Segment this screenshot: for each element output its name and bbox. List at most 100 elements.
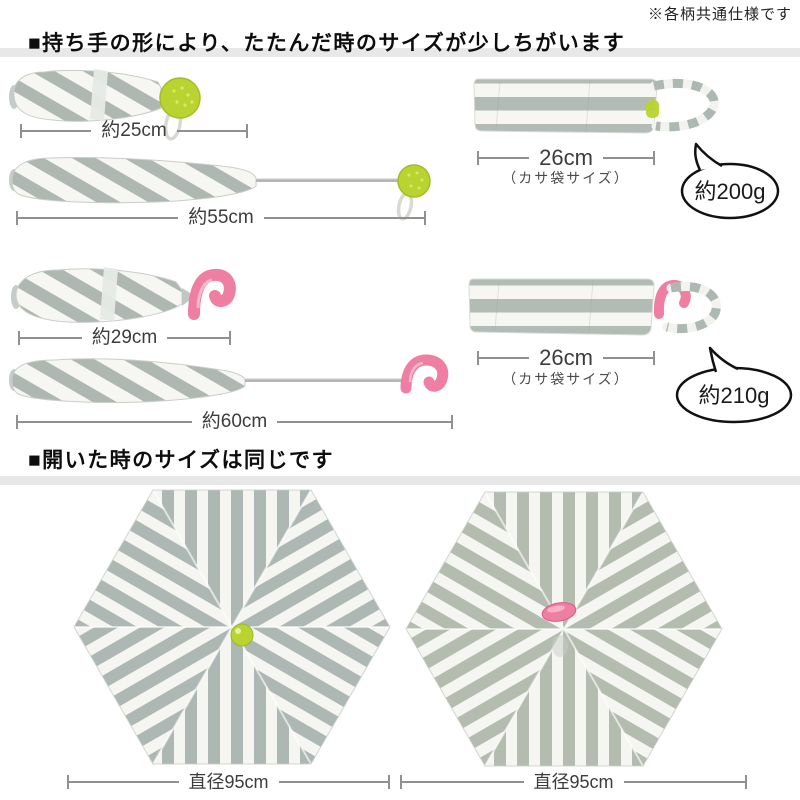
measure-line — [167, 337, 229, 339]
weight-bubble-hook-handle: 約210g — [675, 346, 793, 424]
velcro-band — [100, 267, 118, 321]
measure-line — [20, 337, 82, 339]
heading-underline-band — [0, 48, 800, 57]
measure-tick — [16, 211, 18, 225]
measure-tick — [745, 775, 748, 789]
umbrella-bag-hook-handle-photo — [468, 278, 721, 336]
measure-label: 26cm — [539, 345, 593, 370]
canopy-panels — [74, 490, 390, 764]
bag-strap-stripes — [653, 78, 719, 132]
shaft-highlight — [256, 178, 398, 180]
section-open-heading: ■開いた時のサイズは同じです — [28, 449, 335, 472]
measure-label: 直径95cm — [188, 772, 269, 792]
shaft-highlight — [245, 378, 405, 380]
measure-tick — [229, 331, 231, 345]
bag-size-note: （カサ袋サイズ） — [502, 371, 630, 387]
measure-tick — [477, 351, 479, 365]
umbrella-bag-ball-handle-photo — [473, 78, 719, 134]
handle-highlight — [547, 605, 565, 613]
rib-seams — [406, 491, 722, 767]
bag-size-note: （カサ袋サイズ） — [502, 170, 630, 186]
measure-tick — [67, 775, 69, 789]
measure-label: 約60cm — [201, 411, 268, 432]
weight-bubble-ball-handle: 約200g — [680, 142, 780, 220]
measure-diameter-ball: 直径95cm — [67, 770, 391, 794]
clear-cap — [552, 635, 568, 657]
carry-bag — [473, 78, 658, 134]
measure-folded-ball: 約25cm — [20, 119, 248, 143]
measure-line — [22, 130, 92, 132]
open-umbrella-top-view-ball — [73, 489, 391, 765]
measure-bag-ball: 26cm — [477, 145, 656, 170]
measure-line — [18, 217, 179, 219]
hook-handle — [400, 354, 449, 394]
measure-label: 26cm — [539, 145, 593, 170]
ball-handle-dots — [172, 86, 194, 107]
ferrule-highlight — [235, 628, 241, 634]
measure-tick — [18, 331, 20, 345]
hook-handle-highlight — [196, 278, 213, 309]
open-umbrella-top-view-hook — [405, 491, 723, 767]
extended-umbrella-hook-handle-photo — [9, 354, 449, 404]
measure-diameter-hook: 直径95cm — [400, 770, 748, 794]
ball-handle — [397, 164, 431, 198]
speech-bubble — [680, 162, 780, 220]
common-spec-note: ※各柄共通仕様です — [647, 6, 792, 23]
measure-tick — [653, 351, 656, 365]
measure-line — [277, 421, 451, 423]
measure-bag-hook: 26cm — [477, 345, 656, 370]
bag-crease-lines — [494, 279, 594, 333]
section-folded-heading: ■持ち手の形により、たたんだ時のサイズが少しちがいます — [28, 32, 626, 55]
hook-handle — [188, 268, 236, 320]
canopy-outline — [73, 489, 391, 765]
measure-line — [602, 357, 654, 359]
speech-bubble-tail — [693, 142, 723, 171]
extended-umbrella-ball-handle-photo — [9, 156, 431, 221]
folded-canopy — [11, 358, 246, 404]
measure-line — [479, 357, 530, 359]
bag-crease-lines — [495, 79, 591, 133]
measure-line — [69, 781, 179, 783]
measure-tick — [653, 151, 656, 165]
measure-line — [402, 781, 524, 783]
measure-line — [18, 421, 192, 423]
measure-tick — [424, 211, 426, 225]
bag-strap-stripes — [665, 282, 721, 334]
shaft — [245, 378, 405, 382]
measure-label: 約25cm — [101, 120, 167, 141]
ball-handle-dots — [407, 171, 424, 190]
measure-extended-hook: 約60cm — [16, 410, 453, 434]
measure-tick — [451, 415, 453, 429]
bag-strap-base — [649, 78, 719, 132]
measure-tick — [477, 151, 479, 165]
folded-umbrella-hook-handle-photo — [11, 267, 236, 323]
folded-umbrella-ball-handle-photo — [9, 69, 201, 141]
canopy-outline — [405, 491, 723, 767]
measure-label: 約29cm — [91, 327, 158, 348]
speech-bubble-tail — [708, 346, 739, 373]
measure-line — [176, 130, 246, 132]
rib-seams — [74, 489, 390, 765]
measure-tick — [400, 775, 402, 789]
measure-tick — [20, 124, 22, 138]
top-ferrule-green — [230, 623, 254, 647]
measure-line — [278, 781, 389, 783]
measure-label: 約55cm — [188, 207, 254, 228]
measure-tick — [16, 415, 18, 429]
velcro-band — [90, 69, 108, 121]
measure-tick — [246, 124, 248, 138]
canopy-panels — [406, 492, 722, 766]
measure-tick — [388, 775, 391, 789]
folded-canopy — [13, 69, 162, 122]
weight-label: 約210g — [699, 383, 770, 408]
folded-canopy — [15, 268, 183, 323]
heading-underline-band — [0, 476, 800, 485]
measure-extended-ball: 約55cm — [16, 206, 426, 230]
measure-line — [263, 217, 424, 219]
measure-label: 直径95cm — [533, 772, 614, 792]
measure-line — [479, 157, 530, 159]
ball-handle — [159, 77, 201, 119]
shaft-stub — [182, 288, 195, 306]
carry-bag — [468, 278, 655, 336]
